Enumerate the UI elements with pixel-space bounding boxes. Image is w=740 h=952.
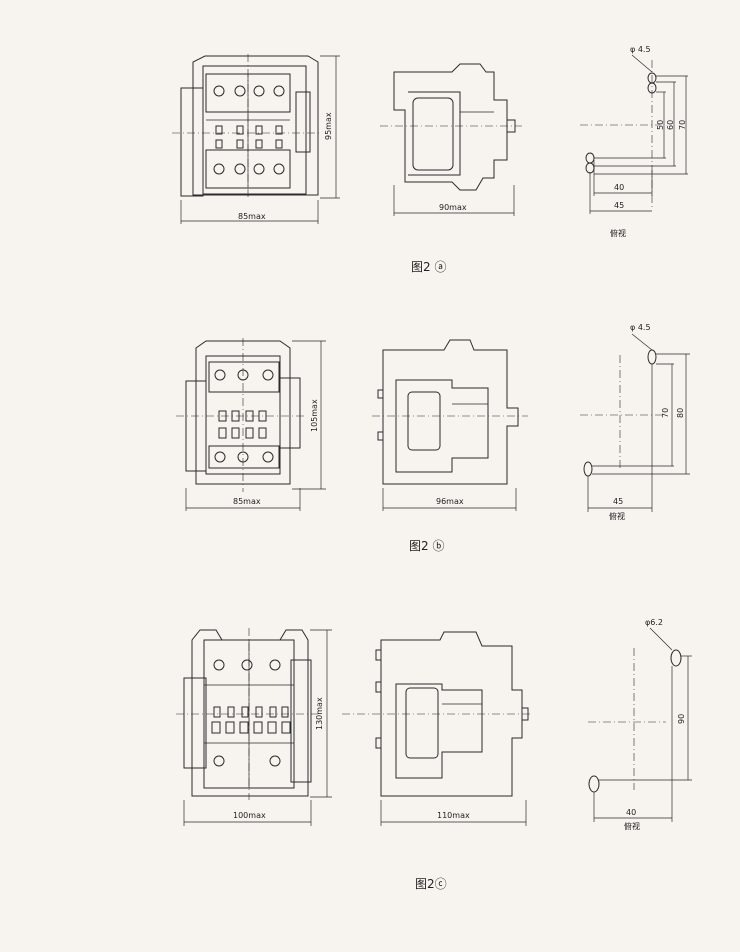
figure-c-front-height: 130max bbox=[315, 697, 324, 730]
figure-c-side-view bbox=[342, 631, 530, 826]
figure-c-front-view bbox=[176, 628, 332, 826]
figure-a-mounting-plan bbox=[580, 54, 688, 214]
figure-a-front-height: 95max bbox=[324, 112, 333, 140]
figure-b-front-width: 85max bbox=[233, 497, 261, 506]
figure-a-side-depth: 90max bbox=[439, 203, 467, 212]
figure-c-front-width: 100max bbox=[233, 811, 266, 820]
figure-a-view-label: 俯视 bbox=[610, 228, 626, 238]
figure-a-hole-diameter: φ 4.5 bbox=[630, 45, 651, 54]
figure-c-hole-diameter: φ6.2 bbox=[645, 618, 663, 627]
figure-b-mounting-plan bbox=[580, 333, 690, 512]
figure-a-side-view bbox=[380, 63, 522, 216]
figure-a-dim-40: 40 bbox=[614, 183, 624, 192]
figure-a-caption: 图2 ⓐ bbox=[411, 260, 446, 274]
figure-a-dim-45: 45 bbox=[614, 201, 624, 210]
figure-b-front-view bbox=[176, 338, 326, 511]
figure-c-side-depth: 110max bbox=[437, 811, 470, 820]
figure-b-front-height: 105max bbox=[310, 399, 319, 432]
figure-c-dim-90: 90 bbox=[677, 714, 686, 724]
figure-b-side-depth: 96max bbox=[436, 497, 464, 506]
figure-c-mounting-plan bbox=[588, 627, 692, 822]
figure-c-caption: 图2ⓒ bbox=[415, 877, 447, 891]
figure-c-dim-40: 40 bbox=[626, 808, 636, 817]
figure-a-front-view bbox=[172, 54, 340, 224]
figure-a-dim-60: 60 bbox=[666, 120, 675, 130]
figure-b-dim-80: 80 bbox=[676, 408, 685, 418]
figure-b-side-view bbox=[372, 339, 528, 511]
figure-c-view-label: 俯视 bbox=[624, 821, 640, 831]
figure-b-view-label: 俯视 bbox=[609, 511, 625, 521]
figure-b-dim-70: 70 bbox=[661, 408, 670, 418]
figure-a-front-width: 85max bbox=[238, 212, 266, 221]
figure-b-caption: 图2 ⓑ bbox=[409, 539, 444, 553]
figure-a-dim-50: 50 bbox=[656, 120, 665, 130]
figure-b-dim-45: 45 bbox=[613, 497, 623, 506]
figure-a-dim-70: 70 bbox=[678, 120, 687, 130]
figure-b-hole-diameter: φ 4.5 bbox=[630, 323, 651, 332]
